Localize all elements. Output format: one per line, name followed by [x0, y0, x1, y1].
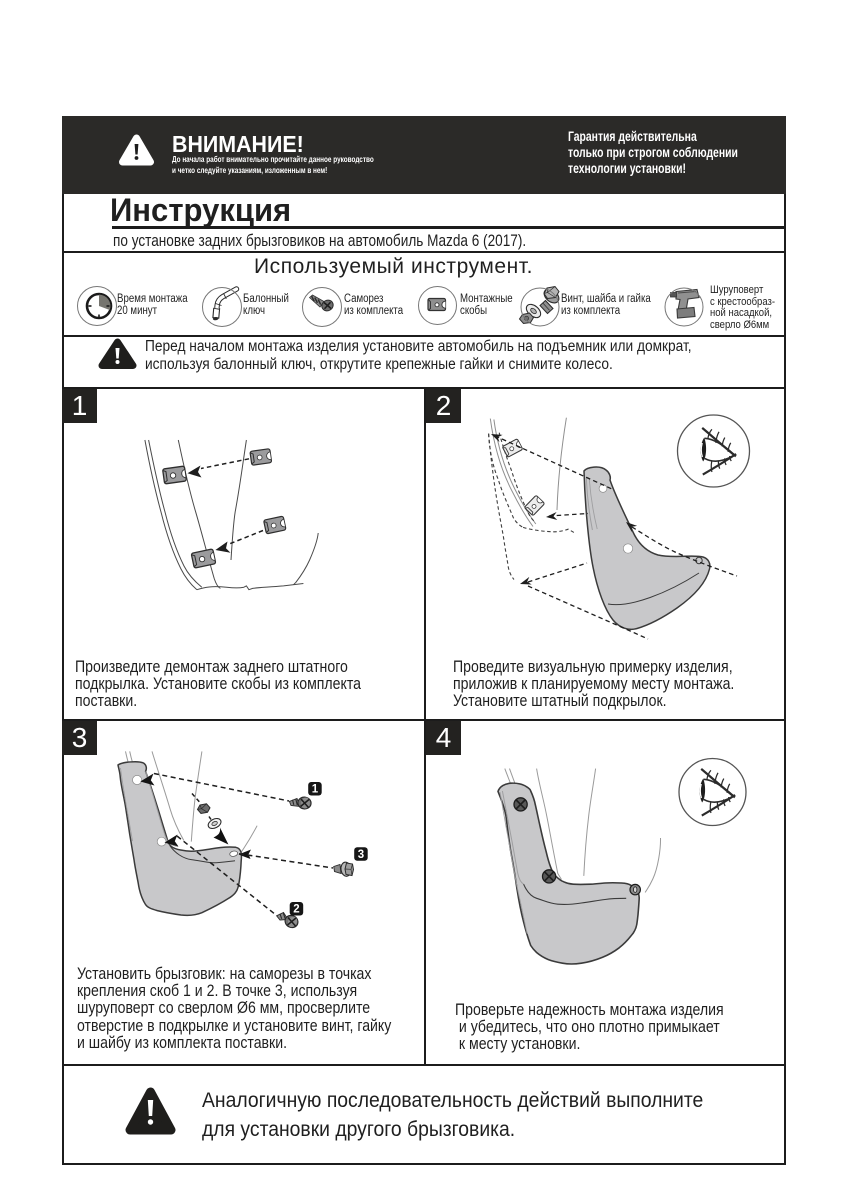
svg-text:1: 1: [312, 784, 319, 796]
svg-text:2: 2: [293, 904, 299, 916]
svg-text:3: 3: [358, 849, 364, 861]
